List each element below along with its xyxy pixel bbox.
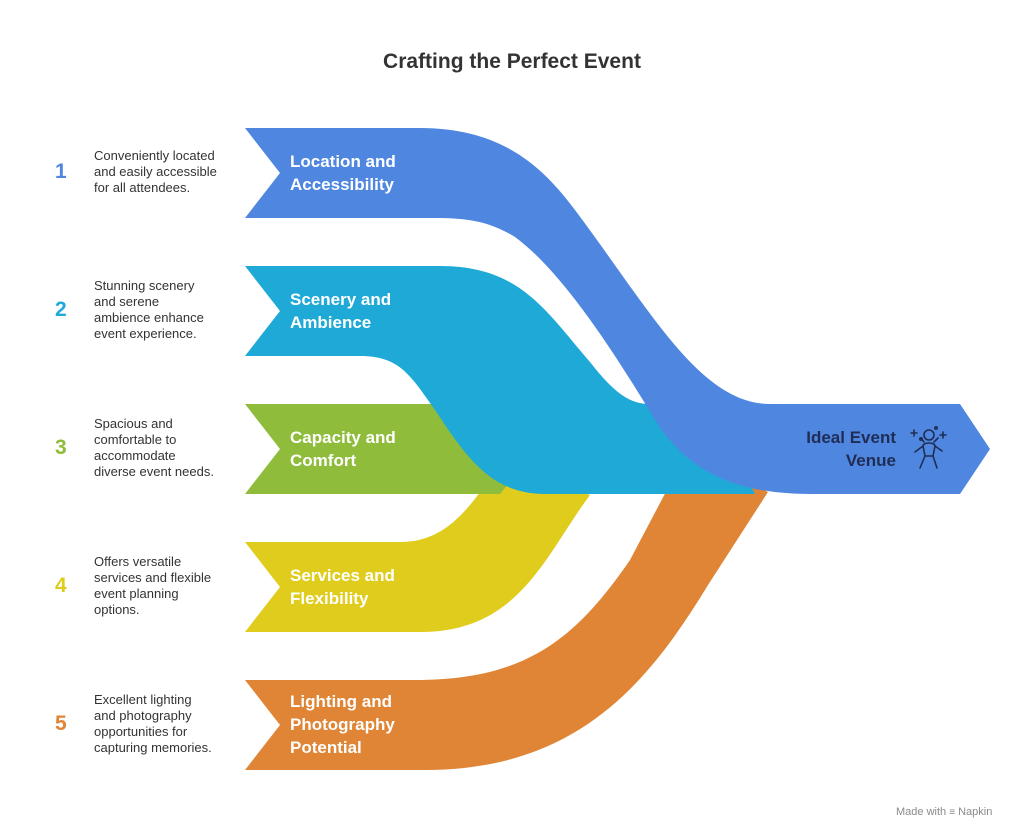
label-line: Potential (290, 738, 362, 757)
napkin-logo-icon: ≡ (949, 807, 956, 818)
item-label-3: Capacity and Comfort (290, 426, 430, 472)
item-description-5: Excellent lighting and photography oppor… (94, 692, 244, 756)
item-label-5: Lighting and Photography Potential (290, 690, 430, 759)
desc-line: and serene (94, 294, 160, 309)
item-label-1: Location and Accessibility (290, 150, 430, 196)
desc-line: Conveniently located (94, 148, 215, 163)
band-lighting-photography (245, 450, 768, 770)
item-description-1: Conveniently located and easily accessib… (94, 148, 244, 196)
label-line: Flexibility (290, 589, 369, 608)
desc-line: Offers versatile (94, 554, 182, 569)
label-line: Comfort (290, 451, 357, 470)
desc-line: for all attendees. (94, 180, 191, 195)
item-description-2: Stunning scenery and serene ambience enh… (94, 278, 244, 342)
footer-attribution: Made with ≡ Napkin (896, 806, 992, 818)
desc-line: event planning (94, 586, 179, 601)
item-label-4: Services and Flexibility (290, 564, 430, 610)
desc-line: Excellent lighting (94, 692, 192, 707)
footer-brand: Napkin (958, 806, 993, 818)
desc-line: and easily accessible (94, 164, 217, 179)
label-line: Lighting and (290, 692, 392, 711)
label-line: Ambience (290, 313, 372, 332)
item-number-5: 5 (55, 712, 67, 735)
band-location-accessibility (245, 128, 990, 494)
label-line: Photography (290, 715, 395, 734)
item-label-2: Scenery and Ambience (290, 288, 430, 334)
desc-line: options. (94, 602, 140, 617)
target-label-line1: Ideal Event (806, 428, 896, 447)
desc-line: event experience. (94, 326, 197, 341)
page-title: Crafting the Perfect Event (383, 50, 641, 73)
label-line: Accessibility (290, 175, 394, 194)
label-line: Capacity and (290, 428, 396, 447)
item-number-3: 3 (55, 436, 67, 459)
item-number-1: 1 (55, 160, 67, 183)
label-line: Services and (290, 566, 395, 585)
desc-line: and photography (94, 708, 192, 723)
item-number-2: 2 (55, 298, 67, 321)
item-number-4: 4 (55, 574, 67, 597)
footer-made-with: Made with (896, 806, 947, 818)
desc-line: Stunning scenery (94, 278, 195, 293)
celebrating-person-icon (910, 425, 947, 469)
desc-line: ambience enhance (94, 310, 204, 325)
desc-line: comfortable to (94, 432, 177, 447)
target-label-line2: Venue (845, 451, 896, 470)
band-scenery-ambience (245, 266, 755, 494)
item-description-3: Spacious and comfortable to accommodate … (94, 416, 244, 480)
desc-line: diverse event needs. (94, 464, 214, 479)
label-line: Scenery and (290, 290, 392, 309)
target-label: Ideal Event Venue (770, 426, 896, 472)
desc-line: accommodate (94, 448, 176, 463)
desc-line: Spacious and (94, 416, 173, 431)
label-line: Location and (290, 152, 396, 171)
desc-line: capturing memories. (94, 740, 212, 755)
item-description-4: Offers versatile services and flexible e… (94, 554, 244, 618)
band-services-flexibility (245, 462, 590, 632)
desc-line: opportunities for (94, 724, 188, 739)
desc-line: services and flexible (94, 570, 212, 585)
